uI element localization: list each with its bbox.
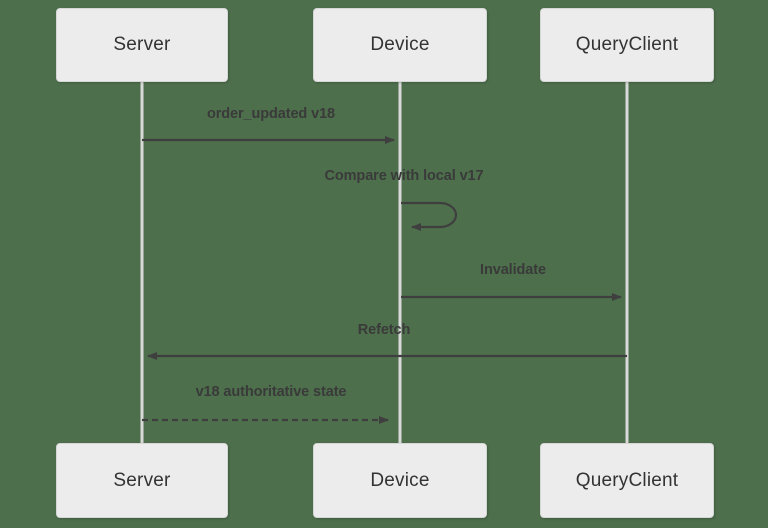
actor-box-server-top[interactable]: Server xyxy=(56,8,228,82)
message-label-compare-local: Compare with local v17 xyxy=(324,168,484,184)
actor-box-device-top[interactable]: Device xyxy=(313,8,487,82)
actor-label-server-bottom: Server xyxy=(113,469,171,491)
actor-box-device-bottom[interactable]: Device xyxy=(313,443,487,518)
message-label-invalidate: Invalidate xyxy=(480,262,546,278)
actor-box-queryclient-bottom[interactable]: QueryClient xyxy=(540,443,714,518)
message-label-order-updated: order_updated v18 xyxy=(206,106,336,122)
message-label-refetch: Refetch xyxy=(357,322,411,338)
actor-label-queryclient-bottom: QueryClient xyxy=(575,469,679,491)
actor-label-device-bottom: Device xyxy=(370,469,430,491)
actor-label-device-top: Device xyxy=(370,34,430,55)
message-label-authoritative-state: v18 authoritative state xyxy=(195,384,347,400)
actor-label-server-top: Server xyxy=(113,34,171,55)
actor-label-queryclient-top: QueryClient xyxy=(575,34,679,55)
message-arrow-compare-self-loop xyxy=(401,201,458,231)
lifelines xyxy=(140,82,629,443)
actor-box-queryclient-top[interactable]: QueryClient xyxy=(540,8,714,82)
actor-box-server-bottom[interactable]: Server xyxy=(56,443,228,518)
